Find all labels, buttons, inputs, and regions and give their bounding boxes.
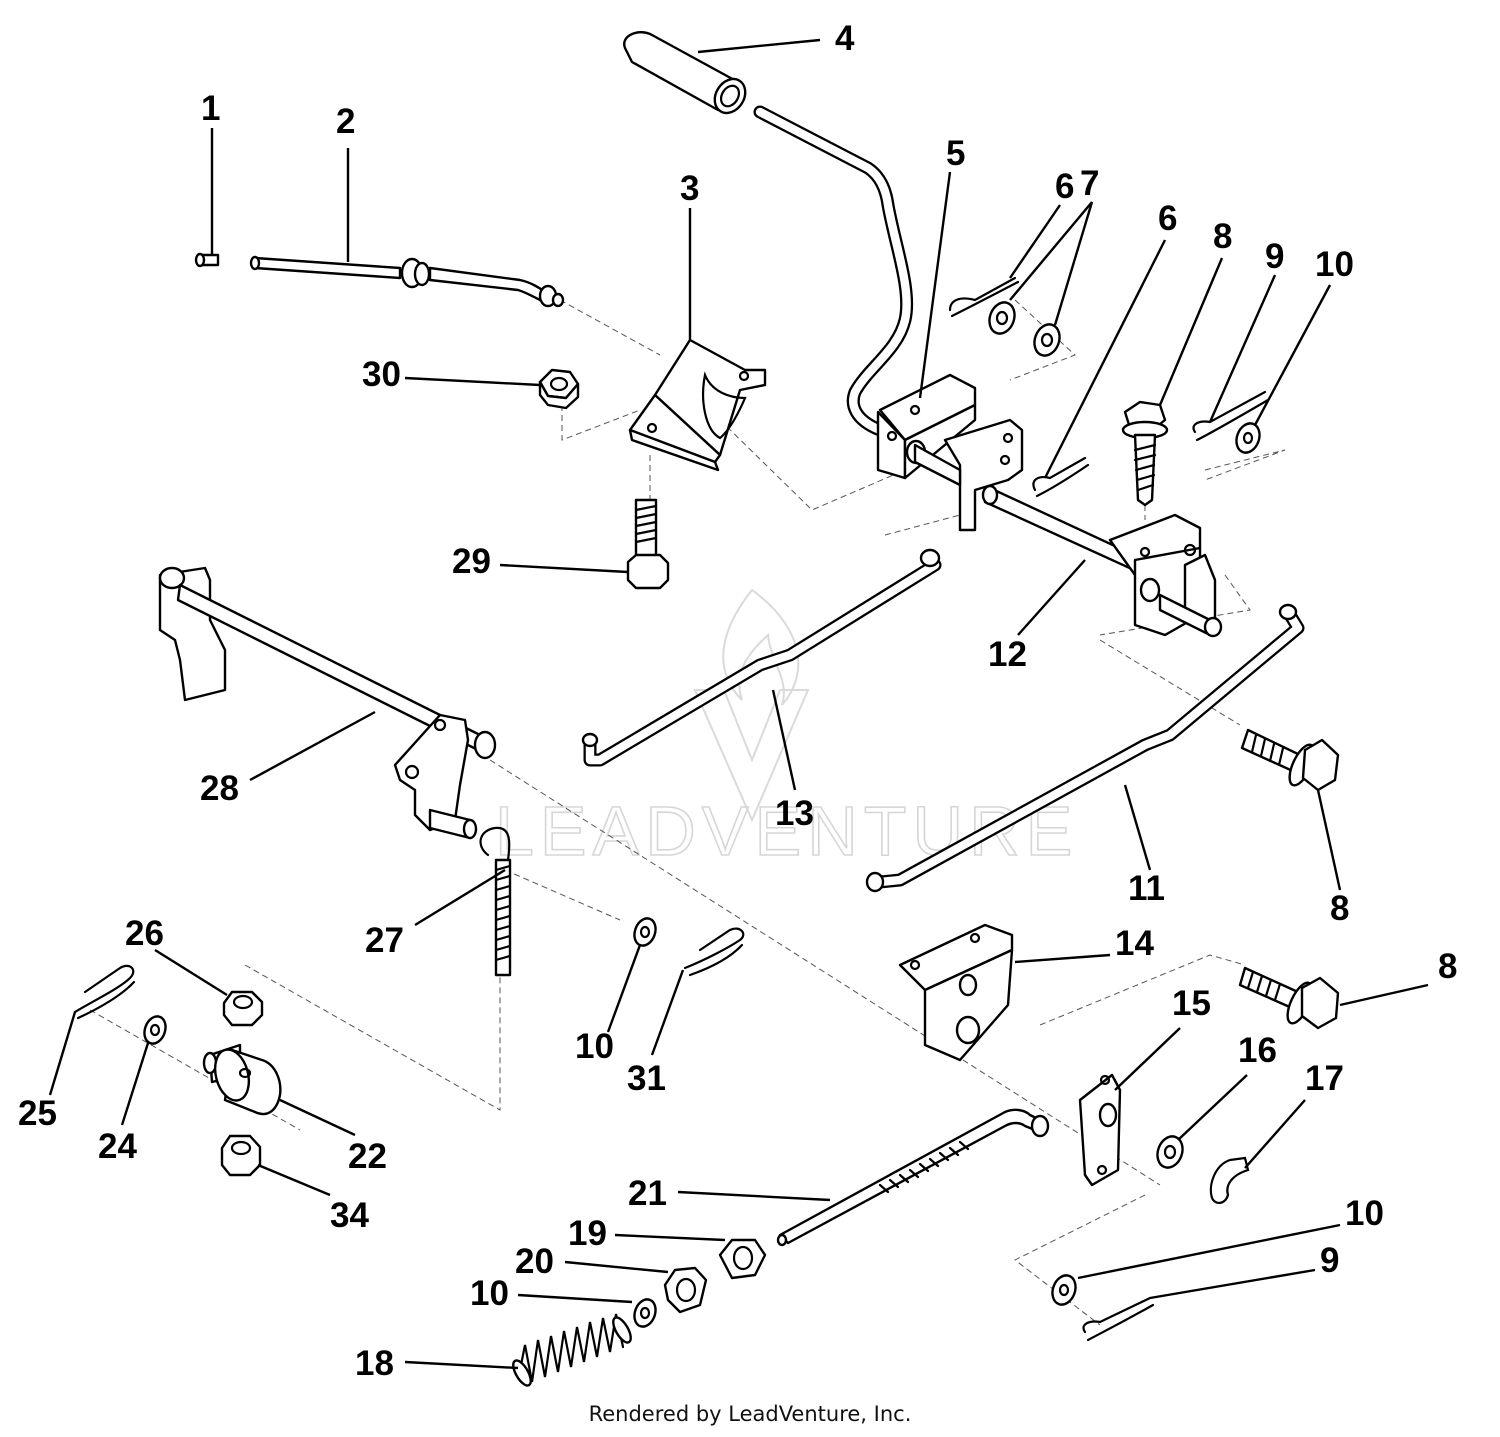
part-10-washer-spring (633, 1298, 657, 1328)
part-15-plate (1078, 1073, 1122, 1187)
callout-labels: 1 2 3 4 5 6 7 6 8 9 10 30 29 12 13 28 11… (18, 19, 1457, 1383)
part-20-lock-nut (663, 1266, 708, 1314)
part-31-hairpin-clip (683, 927, 745, 977)
callout-2: 2 (336, 102, 355, 141)
part-3-bracket (628, 338, 767, 472)
part-28-cross-shaft (158, 566, 497, 840)
part-10-washer-mid (633, 917, 657, 947)
part-9-cotter-pin-upper (1192, 390, 1270, 442)
callout-12: 12 (988, 635, 1027, 674)
part-29-bolt (626, 498, 670, 590)
part-11-link-rod (865, 603, 1305, 893)
callout-27: 27 (365, 921, 404, 960)
part-12-lift-shaft (913, 443, 1223, 638)
part-30-lock-nut (538, 368, 580, 410)
part-1-clip (194, 252, 220, 268)
callout-25: 25 (18, 1094, 57, 1133)
callout-4: 4 (835, 19, 855, 58)
part-2-rod (249, 255, 565, 308)
callout-5: 5 (946, 134, 965, 173)
callout-28: 28 (200, 769, 239, 808)
part-16-washer (1156, 1135, 1184, 1169)
part-8-bolt-upper (1121, 400, 1169, 507)
callout-9-lower: 9 (1320, 1241, 1339, 1280)
callout-10-spring: 10 (470, 1274, 509, 1313)
part-25-hairpin-clip (73, 964, 136, 1020)
part-6-cotter-pin-upper (948, 276, 1020, 318)
callout-10-upper: 10 (1315, 245, 1354, 284)
part-6-cotter-pin-lower (1032, 456, 1090, 498)
callout-31: 31 (627, 1059, 666, 1098)
part-22-ferrule (202, 1043, 282, 1116)
callout-1: 1 (201, 89, 220, 128)
part-4-handle-grip (623, 31, 747, 115)
callout-29: 29 (452, 542, 491, 581)
callout-13: 13 (775, 794, 814, 833)
callout-14: 14 (1115, 924, 1154, 963)
part-24-washer (143, 1015, 167, 1045)
part-27-hook-bolt (479, 826, 512, 977)
callout-9-upper: 9 (1265, 237, 1284, 276)
part-8-bolt-lower (1238, 966, 1340, 1030)
callout-6-lower: 6 (1158, 199, 1177, 238)
callout-7: 7 (1080, 164, 1099, 203)
callout-8-upper: 8 (1213, 217, 1232, 256)
callout-16: 16 (1238, 1031, 1277, 1070)
part-34-castle-nut (220, 1134, 262, 1177)
callout-26: 26 (125, 914, 164, 953)
callout-10-lower: 10 (1345, 1194, 1384, 1233)
callout-24: 24 (98, 1127, 137, 1166)
footer-credit: Rendered by LeadVenture, Inc. (588, 1402, 912, 1426)
part-10-washer-lower (1051, 1274, 1077, 1306)
part-7-washers (988, 301, 1061, 357)
leader-lines (48, 38, 1429, 1370)
callout-19: 19 (568, 1214, 607, 1253)
callout-10-mid: 10 (575, 1027, 614, 1066)
callout-8-lower: 8 (1438, 947, 1457, 986)
callout-8-middle: 8 (1330, 889, 1349, 928)
callout-34: 34 (330, 1196, 369, 1235)
callout-30: 30 (362, 355, 401, 394)
callout-21: 21 (628, 1174, 667, 1213)
callout-17: 17 (1305, 1059, 1344, 1098)
part-10-washer-upper (1235, 422, 1261, 454)
callout-20: 20 (515, 1242, 554, 1281)
callout-15: 15 (1172, 984, 1211, 1023)
part-17-e-clip (1209, 1156, 1250, 1204)
part-13-link-rod (581, 548, 942, 767)
part-19-nut (718, 1238, 767, 1280)
part-5-lift-lever (753, 105, 1024, 532)
part-8-bolt-middle (1240, 728, 1340, 792)
callout-18: 18 (355, 1344, 394, 1383)
callout-11: 11 (1128, 869, 1165, 908)
part-21-threaded-rod (776, 1108, 1050, 1247)
part-9-cotter-pin-lower (1082, 1296, 1155, 1342)
callout-6-upper: 6 (1055, 167, 1074, 206)
part-18-spring (512, 1313, 632, 1387)
part-26-nut (222, 990, 264, 1027)
callout-22: 22 (348, 1137, 387, 1176)
part-14-bracket (898, 923, 1014, 1062)
callout-3: 3 (680, 169, 699, 208)
